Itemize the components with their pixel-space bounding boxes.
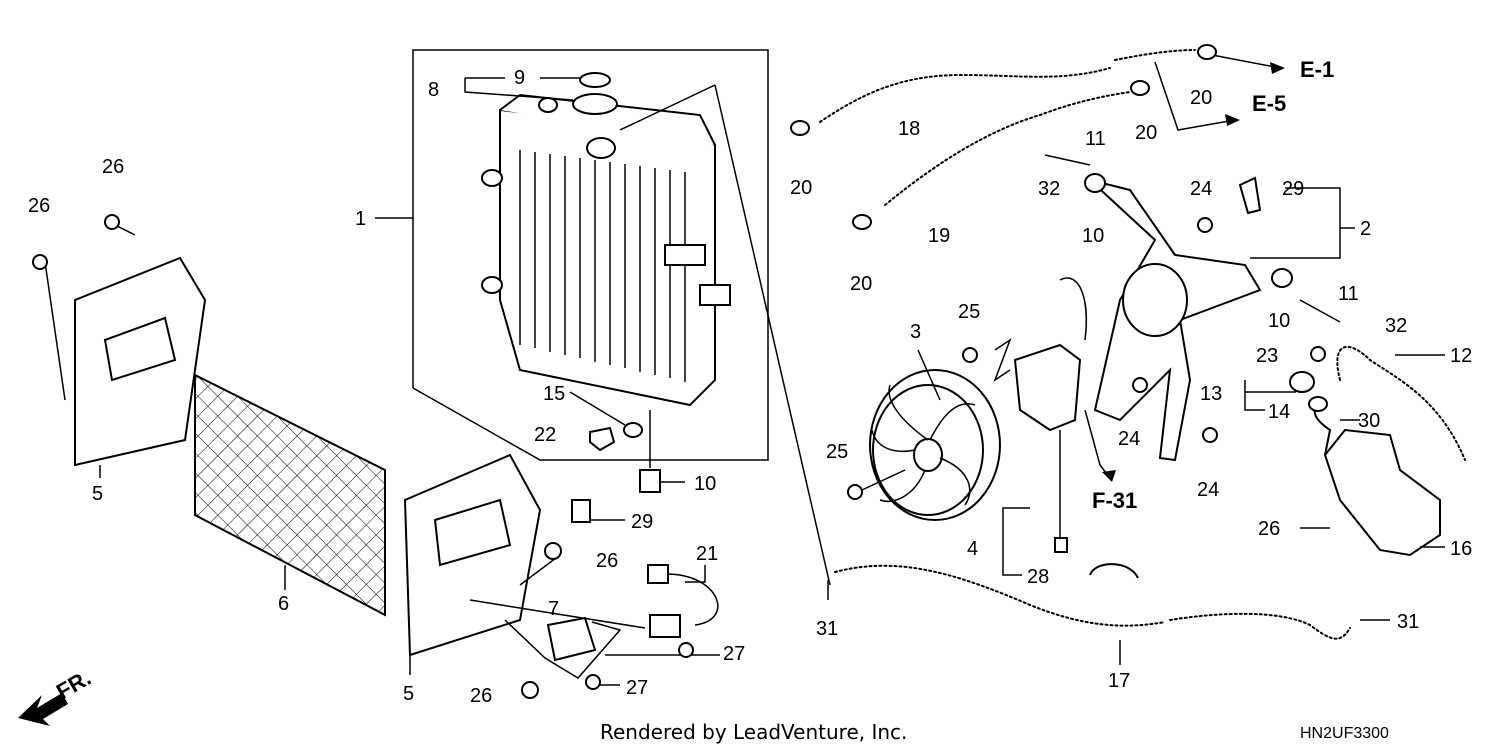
callout-25-upper: 25 <box>958 301 980 323</box>
cooling-fan <box>869 277 1101 553</box>
callout-24-lower: 24 <box>1197 479 1219 501</box>
callout-18: 18 <box>898 118 920 140</box>
lower-hose <box>827 564 1390 665</box>
callout-24-middle: 24 <box>1118 428 1140 450</box>
callout-20-a: 20 <box>790 177 812 199</box>
radiator-cap <box>464 72 716 131</box>
callout-20-b: 20 <box>850 273 872 295</box>
front-direction-arrow <box>18 693 68 726</box>
callout-6: 6 <box>278 593 289 615</box>
upper-hoses <box>819 49 1281 206</box>
footer-credit: Rendered by LeadVenture, Inc. <box>600 720 907 744</box>
callout-13: 13 <box>1200 383 1222 405</box>
fan-switch-wiring <box>469 499 720 699</box>
callout-29-a: 29 <box>631 511 653 533</box>
callout-12: 12 <box>1450 345 1472 367</box>
reserve-tank <box>1244 345 1466 557</box>
callout-10-lower: 10 <box>1268 310 1290 332</box>
callout-9: 9 <box>514 67 525 89</box>
diagram-code: HN2UF3300 <box>1300 725 1389 742</box>
fan-shroud-bracket <box>1044 154 1355 462</box>
callout-15: 15 <box>543 383 565 405</box>
callout-17: 17 <box>1108 670 1130 692</box>
ref-e5: E-5 <box>1252 91 1286 116</box>
callout-10-grommet: 10 <box>694 473 716 495</box>
hose-clamps <box>790 44 1217 230</box>
callout-14: 14 <box>1268 401 1290 423</box>
callout-32-a: 32 <box>1038 178 1060 200</box>
callout-25-lower: 25 <box>826 441 848 463</box>
callout-2: 2 <box>1360 218 1371 240</box>
callout-4: 4 <box>967 538 978 560</box>
callout-22: 22 <box>534 424 556 446</box>
callout-26-a: 26 <box>28 195 50 217</box>
radiator-group-outline <box>375 49 769 461</box>
callout-27-a: 27 <box>723 643 745 665</box>
ref-f31: F-31 <box>1092 488 1137 513</box>
callout-10-upper: 10 <box>1082 225 1104 247</box>
callout-26-b: 26 <box>102 156 124 178</box>
callout-28: 28 <box>1027 566 1049 588</box>
callout-20-c: 20 <box>1135 122 1157 144</box>
callout-26-d: 26 <box>470 685 492 707</box>
callout-8: 8 <box>428 79 439 101</box>
callout-11-upper: 11 <box>1085 128 1106 150</box>
callout-29-b: 29 <box>1282 178 1304 200</box>
right-cover <box>403 453 542 675</box>
radiator-screen <box>194 373 386 617</box>
leader-hose-17 <box>714 84 831 586</box>
callout-19: 19 <box>928 225 950 247</box>
callout-26-e: 26 <box>1258 518 1280 540</box>
left-cover <box>32 214 207 478</box>
callout-32-b: 32 <box>1385 315 1407 337</box>
callout-23: 23 <box>1256 345 1278 367</box>
callout-16: 16 <box>1450 538 1472 560</box>
callout-24-upper: 24 <box>1190 178 1212 200</box>
fan-hardware <box>847 217 1218 579</box>
callout-11-lower: 11 <box>1338 283 1359 305</box>
callout-27-b: 27 <box>626 677 648 699</box>
drain-hardware <box>569 391 685 493</box>
callout-31-a: 31 <box>816 618 838 640</box>
callout-21: 21 <box>696 543 718 565</box>
callout-31-b: 31 <box>1397 611 1419 633</box>
callout-20-d: 20 <box>1190 87 1212 109</box>
callout-5-right: 5 <box>403 683 414 705</box>
radiator <box>481 93 731 407</box>
reference-arrows <box>1099 62 1285 482</box>
ref-e1: E-1 <box>1300 57 1334 82</box>
callout-1: 1 <box>355 208 366 230</box>
callout-5-left: 5 <box>92 483 103 505</box>
callout-7: 7 <box>548 598 559 620</box>
callout-30: 30 <box>1358 410 1380 432</box>
callout-26-c: 26 <box>596 550 618 572</box>
callout-3: 3 <box>910 321 921 343</box>
